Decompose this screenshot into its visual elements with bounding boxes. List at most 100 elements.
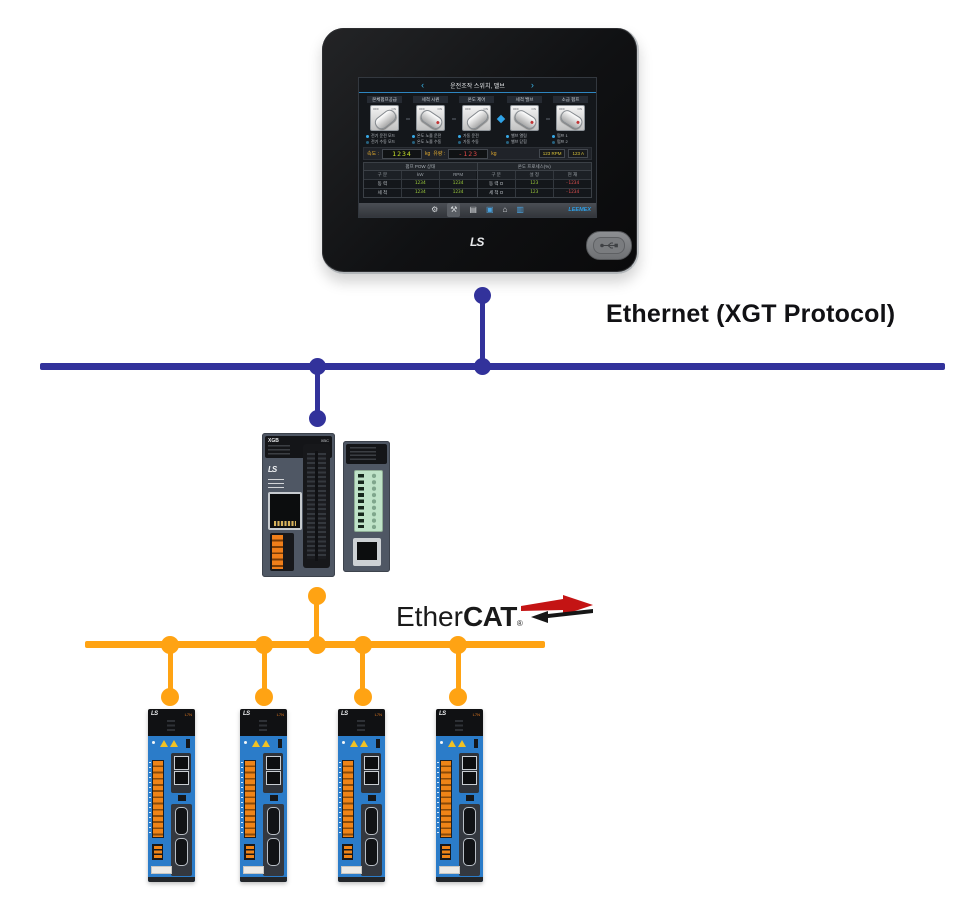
io-terminal-strip [342,760,354,838]
encoder-connector[interactable] [267,807,280,835]
switch-group: 소금 펌프 OFF ON 펌프 1 펌프 2 [550,96,591,145]
indicator-dot [458,134,461,138]
switch-group: 세척 밸브 OFF ON 밸브 열림 밸브 닫힘 [504,96,545,145]
off-label: OFF [419,107,425,111]
ethercat-drop-plc [314,596,319,645]
servo-drive-4: LS L7N [436,709,483,882]
servo-display [167,720,175,733]
next-page-arrow[interactable]: › [530,80,534,90]
encoder-connector[interactable] [365,807,378,835]
ethercat-port-out[interactable] [265,771,281,785]
ethercat-port-out[interactable] [363,771,379,785]
usb-mini-port[interactable] [178,795,186,801]
cell: 1234 [452,181,464,186]
ethercat-master-module [343,441,390,572]
table-row: 동 력 1234 1234 [364,180,477,189]
settings-icon[interactable]: ⚙ [431,205,439,214]
ethercat-in-out-ports [361,753,381,793]
monitor-icon[interactable]: ▣ [485,205,494,214]
temperature-table: 온도 프로세스(%) 구 분 설 정 현 재 동 력 O 123 -1234 세… [477,163,592,197]
servo-drive-3: LS L7N [338,709,385,882]
ethercat-port-in[interactable] [173,756,189,770]
io-connector[interactable] [267,838,280,866]
on-label: ON [483,107,489,111]
process-readout-strip: 속도 : 1234 kg 유량 : -123 kg 123 RPM 123 A [363,147,592,160]
indicator-label: 가동 운전 [463,133,479,138]
vent-slot [474,739,478,748]
node-dot-servo-2 [255,688,273,706]
prev-page-arrow[interactable]: ‹ [421,80,425,90]
rating-label [243,866,264,874]
rpm-readout: 123 RPM [538,149,566,158]
ethercat-drop-servo-1 [168,645,173,697]
document-icon[interactable]: ▤ [469,205,477,214]
rotary-switch[interactable]: OFF ON [462,105,491,132]
table-header: 온도 프로세스(%) [477,163,591,171]
node-dot-servo-4 [449,688,467,706]
usb-mini-port[interactable] [368,795,376,801]
encoder-connector[interactable] [463,807,476,835]
encoder-connector[interactable] [175,807,188,835]
rating-label [341,866,362,874]
io-terminal-strip [244,760,256,838]
ethernet-port[interactable] [268,492,302,530]
cell: 1234 [402,189,440,197]
ethercat-in-out-ports [171,753,191,793]
ethercat-port-out[interactable] [173,771,189,785]
power-connector [342,844,353,860]
ethercat-port-in[interactable] [265,756,281,770]
chart-icon[interactable]: ▥ [516,205,524,214]
indicator-dot [552,134,555,138]
ethercat-arrow-icon [521,595,594,623]
rotary-switch[interactable]: OFF ON [556,105,585,131]
node-dot-bus-plc [308,636,326,654]
ethercat-port-in[interactable] [363,756,379,770]
ls-brand-logo: LS [243,711,250,717]
indicator-row: 펌프 1 [550,133,591,139]
rotary-switch[interactable]: OFF ON [416,105,445,131]
speed-value: 1234 [381,148,422,159]
ethernet-bus [40,363,945,370]
off-label: OFF [559,107,565,111]
usb-port-cover[interactable] [586,231,632,260]
indicator-row: 온도 노즐 운전 [410,133,451,139]
rotary-switch[interactable]: OFF ON [370,105,399,132]
cell: -1234 [565,181,580,186]
ethernet-protocol-label: Ethernet (XGT Protocol) [606,300,896,328]
separator [451,118,456,120]
hmi-touchscreen[interactable]: ‹ 운전조작 스위치, 밸브 › 본체펌프공급 OFF ON 전기 운전 모드 … [358,77,597,218]
ethercat-port[interactable] [353,538,381,566]
table-row: 세 척 1234 1234 [364,189,477,197]
io-connector[interactable] [365,838,378,866]
ethercat-port-in[interactable] [461,756,477,770]
table-row: 세 척 O 123 -1234 [478,189,592,197]
indicator-row: 전기 수동 모드 [364,139,405,145]
hmi-panel: ‹ 운전조작 스위치, 밸브 › 본체펌프공급 OFF ON 전기 운전 모드 … [322,28,639,274]
terminal-index-marks [339,762,341,834]
tools-icon[interactable]: ⚒ [447,203,461,217]
plc-series-label: XGB [268,438,279,444]
cell: 현 재 [553,171,592,179]
servo-display [455,720,463,733]
indicator-label: 온도 노즐 수동 [417,139,442,144]
servo-drive-2: LS L7N [240,709,287,882]
servo-body [148,736,195,882]
servo-body [436,736,483,882]
switch-label: 온도 제어 [459,96,494,103]
io-connector[interactable] [463,838,476,866]
servo-drive-1: LS L7N [148,709,195,882]
terminal-index-marks [437,762,439,834]
indicator-label: 전기 운전 모드 [371,133,396,138]
rotary-switch[interactable]: OFF ON [510,105,539,131]
io-connector[interactable] [175,838,188,866]
usb-mini-port[interactable] [466,795,474,801]
usb-mini-port[interactable] [270,795,278,801]
cell: 구 분 [477,171,516,179]
ls-brand-logo: LS [470,235,484,249]
ethercat-logo-text-bold: CAT [462,601,517,632]
ethercat-port-out[interactable] [461,771,477,785]
connector-panel [361,804,382,876]
indicator-row: 밸브 닫힘 [504,139,545,145]
home-icon[interactable]: ⌂ [502,205,508,214]
node-dot-plc [309,410,326,427]
